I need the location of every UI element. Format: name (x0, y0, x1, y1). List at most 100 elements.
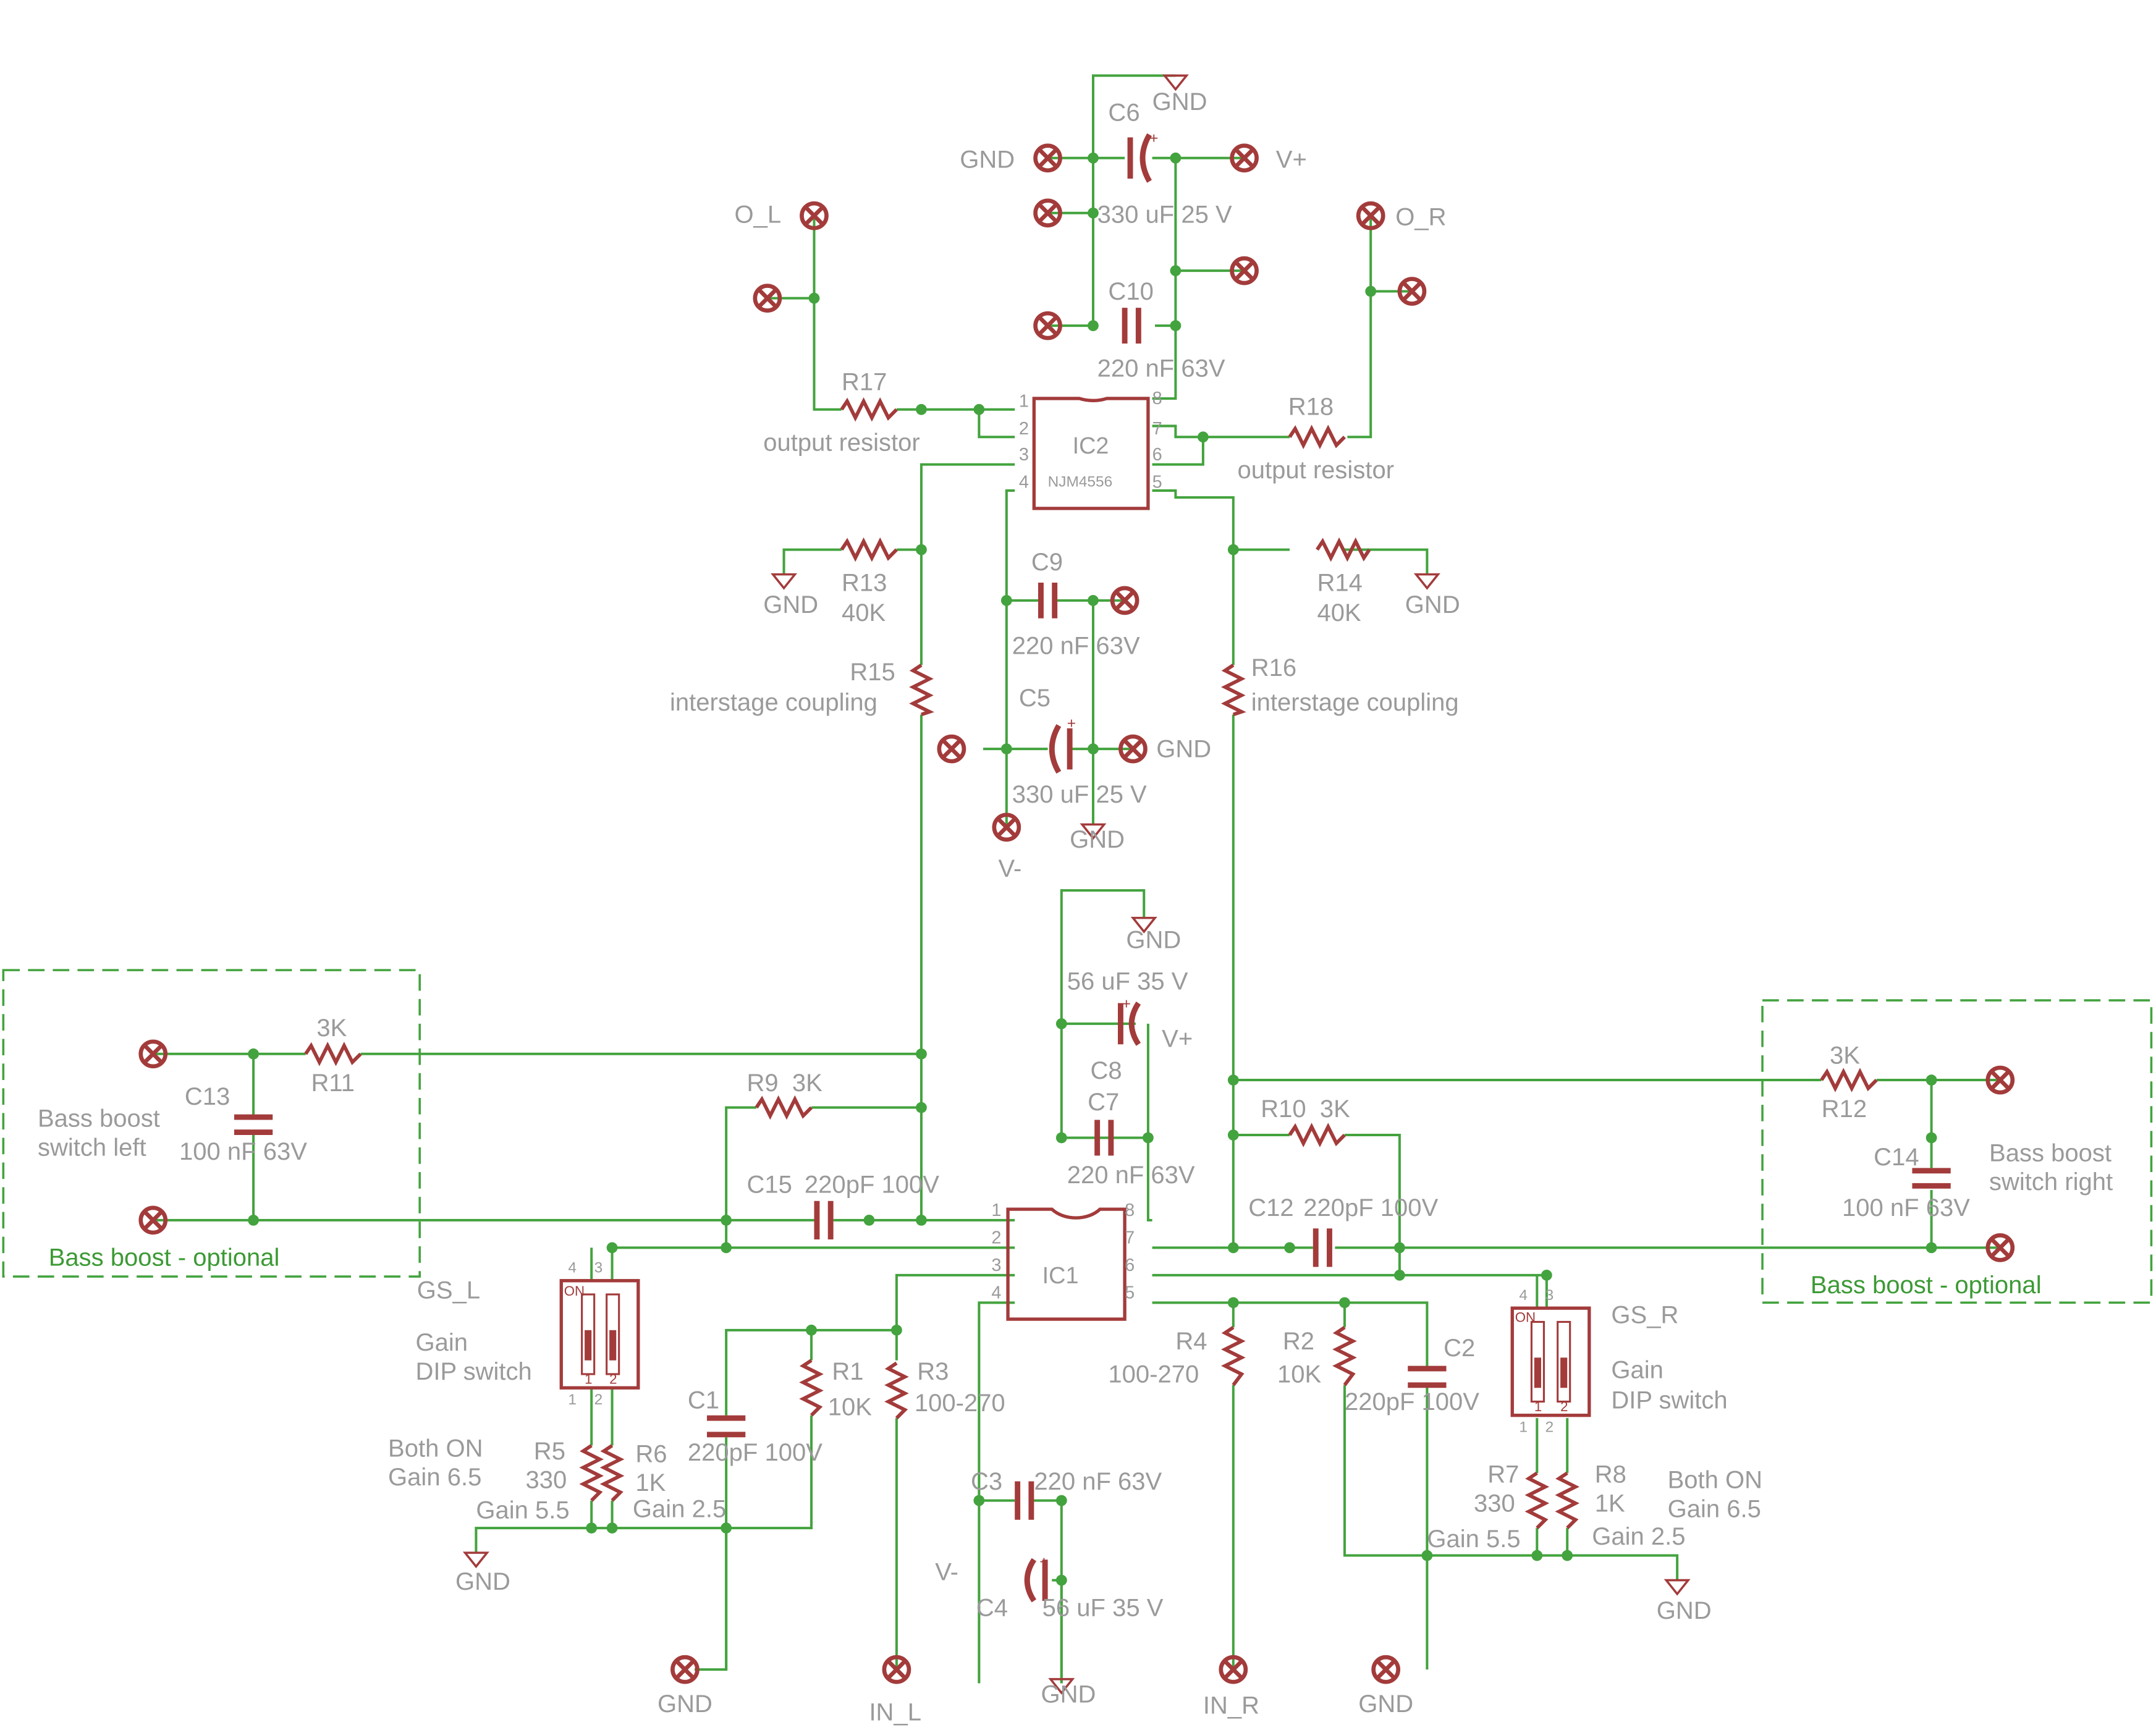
svg-text:1: 1 (1019, 391, 1029, 411)
c8-value: 56 uF 35 V (1067, 968, 1188, 995)
resistor-r1 (799, 1359, 824, 1417)
r8-gain: Gain 2.5 (1592, 1523, 1685, 1550)
gs-l-line2: DIP switch (416, 1358, 532, 1385)
gnd-label: GND (1156, 735, 1211, 762)
gnd-label: GND (1126, 927, 1181, 954)
ic2-name: IC2 (1073, 433, 1109, 459)
svg-text:ON: ON (564, 1283, 585, 1299)
svg-text:2: 2 (594, 1391, 603, 1408)
c5-name: C5 (1019, 685, 1051, 712)
c10-value: 220 nF 63V (1097, 355, 1225, 382)
c1-name: C1 (688, 1387, 719, 1414)
pad-icon[interactable] (939, 736, 964, 761)
resistor-r11 (304, 1041, 362, 1066)
svg-text:1: 1 (585, 1372, 592, 1387)
r1-value: 10K (828, 1394, 873, 1421)
gs-r-name: GS_R (1611, 1302, 1678, 1329)
bass-boost-left-box (2, 969, 421, 1278)
bass-left-line2: switch left (38, 1134, 146, 1161)
junctions (248, 152, 1937, 1586)
resistor-r10 (1288, 1123, 1346, 1147)
c13-value: 100 nF 63V (179, 1138, 307, 1165)
polarity-marks: + + + + (1039, 130, 1158, 1570)
pad-icon[interactable] (672, 1657, 697, 1682)
both-on-right-2: Gain 6.5 (1668, 1495, 1761, 1522)
svg-text:3: 3 (1019, 445, 1029, 465)
r7-value: 330 (1474, 1490, 1515, 1517)
resistor-r17 (840, 397, 898, 422)
svg-text:5: 5 (1152, 473, 1162, 492)
vplus-label: V+ (1276, 146, 1307, 173)
r11-name: R11 (311, 1070, 355, 1097)
capacitor-c6-curve (1139, 133, 1152, 183)
pad-icon[interactable] (1374, 1657, 1398, 1682)
ic2-part: NJM4556 (1048, 473, 1113, 490)
svg-text:7: 7 (1125, 1228, 1135, 1248)
r16-note: interstage coupling (1251, 689, 1459, 716)
gnd-label: GND (1657, 1597, 1712, 1624)
r5-name: R5 (534, 1438, 565, 1465)
resistor-r4 (1221, 1325, 1246, 1386)
o-r-label: O_R (1395, 204, 1446, 231)
resistor-r9 (755, 1095, 813, 1120)
gnd-label: GND (1070, 826, 1125, 853)
labels: GND C6 GND V+ 330 uF 25 V C10 220 nF 63V… (38, 88, 2113, 1726)
c15-name: C15 (747, 1171, 792, 1198)
c7-value: 220 nF 63V (1067, 1162, 1195, 1189)
svg-text:6: 6 (1125, 1255, 1135, 1275)
c7-name: C7 (1088, 1089, 1119, 1116)
c9-value: 220 nF 63V (1012, 633, 1140, 660)
svg-text:4: 4 (568, 1259, 577, 1276)
r15-note: interstage coupling (670, 689, 877, 716)
r7-gain: Gain 5.5 (1427, 1525, 1520, 1553)
r16-name: R16 (1251, 654, 1296, 681)
ground-icon (1163, 74, 1188, 91)
resistor-r5 (579, 1444, 604, 1502)
c6-name: C6 (1108, 99, 1139, 127)
svg-text:8: 8 (1125, 1200, 1135, 1220)
svg-text:+: + (1149, 130, 1158, 146)
r13-name: R13 (842, 569, 887, 596)
svg-text:2: 2 (609, 1372, 617, 1387)
c4-value: 56 uF 35 V (1042, 1594, 1164, 1621)
c4-name: C4 (976, 1594, 1008, 1621)
bass-right-line1: Bass boost (1989, 1139, 2112, 1167)
svg-text:4: 4 (1019, 473, 1029, 492)
r3-value: 100-270 (915, 1390, 1005, 1417)
gs-r-line1: Gain (1611, 1357, 1664, 1384)
resistor-r6 (599, 1444, 625, 1502)
ground-icon (1414, 573, 1439, 589)
bass-left-line1: Bass boost (38, 1105, 160, 1133)
r18-note: output resistor (1237, 457, 1394, 484)
svg-text:8: 8 (1152, 389, 1162, 408)
svg-text:1: 1 (991, 1200, 1001, 1220)
r11-value: 3K (316, 1015, 347, 1042)
ground-icon (1665, 1579, 1689, 1595)
svg-text:3: 3 (991, 1255, 1001, 1275)
gs-l-name: GS_L (417, 1277, 480, 1304)
resistor-r18 (1288, 424, 1346, 450)
dip-switch-gs-l: ON 1 2 4 3 1 2 (559, 1259, 640, 1408)
svg-text:4: 4 (1519, 1287, 1528, 1304)
r6-name: R6 (635, 1440, 667, 1467)
in-l-label: IN_L (869, 1698, 921, 1726)
c6-value: 330 uF 25 V (1097, 201, 1232, 228)
c13-name: C13 (185, 1083, 230, 1110)
bass-right-line2: switch right (1989, 1168, 2113, 1196)
svg-text:6: 6 (1152, 445, 1162, 465)
c12-name: C12 (1248, 1194, 1293, 1222)
r9-name: R9 (747, 1070, 779, 1097)
svg-text:5: 5 (1125, 1283, 1135, 1303)
svg-text:ON: ON (1515, 1309, 1536, 1325)
r5-gain: Gain 5.5 (476, 1497, 569, 1524)
r3-name: R3 (917, 1358, 949, 1385)
r17-note: output resistor (763, 429, 920, 456)
gnd-label: GND (1152, 88, 1207, 116)
resistors (304, 397, 1878, 1530)
r6-gain: Gain 2.5 (633, 1495, 726, 1522)
r8-value: 1K (1595, 1490, 1625, 1517)
svg-text:2: 2 (1545, 1419, 1554, 1435)
ic1-name: IC1 (1042, 1263, 1079, 1289)
both-on-left-1: Both ON (388, 1435, 483, 1462)
svg-text:2: 2 (991, 1228, 1001, 1248)
